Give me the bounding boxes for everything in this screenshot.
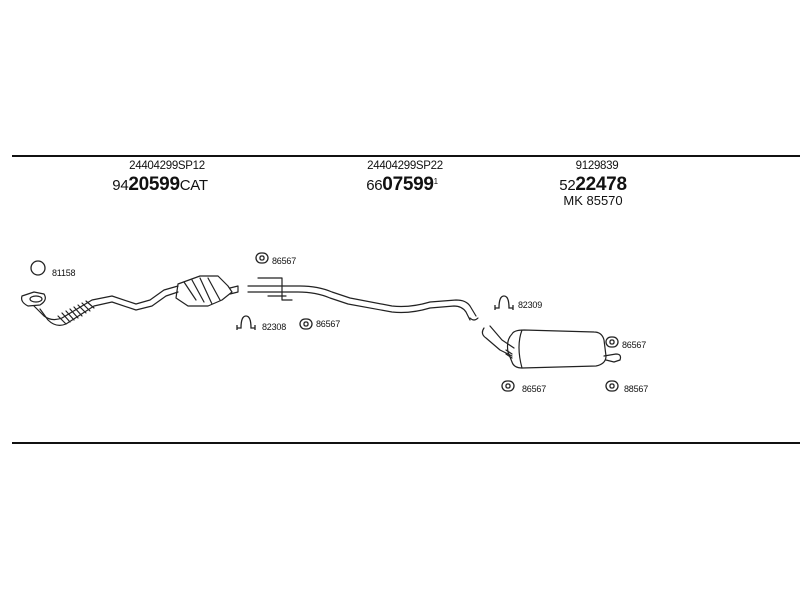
rubber-mount-rear-top-label: 86567 bbox=[622, 340, 647, 350]
middle-pipe bbox=[247, 277, 479, 321]
rubber-mount-rear-right-icon bbox=[605, 380, 619, 392]
rear-section-number: 5222478 bbox=[559, 174, 627, 195]
clamp-rear-label: 82309 bbox=[518, 300, 543, 310]
rear-silencer bbox=[481, 325, 622, 369]
front-section-number: 9420599CAT bbox=[112, 174, 208, 195]
rubber-mount-rear-left-label: 86567 bbox=[522, 384, 547, 394]
gasket-icon bbox=[30, 260, 46, 276]
rubber-mount-rear-top-icon bbox=[605, 336, 619, 348]
front-pipe-with-catalyst bbox=[21, 275, 239, 326]
rubber-mount-front-icon bbox=[255, 252, 269, 264]
rear-mounting-kit: MK 85570 bbox=[563, 193, 623, 208]
middle-section-code: 24404299SP22 bbox=[367, 160, 443, 172]
rubber-mount-front-label: 86567 bbox=[272, 256, 297, 266]
clamp-front-icon bbox=[236, 315, 256, 330]
gasket-label: 81158 bbox=[52, 268, 76, 278]
rear-section-code: 9129839 bbox=[575, 160, 619, 172]
bottom-divider bbox=[12, 442, 800, 444]
rubber-mount-mid-label: 86567 bbox=[316, 319, 341, 329]
clamp-front-label: 82308 bbox=[262, 322, 287, 332]
rubber-mount-rear-left-icon bbox=[501, 380, 515, 392]
rubber-mount-mid-icon bbox=[299, 318, 313, 330]
top-divider bbox=[12, 155, 800, 157]
middle-section-number: 66075991 bbox=[366, 174, 438, 195]
rubber-mount-rear-right-label: 88567 bbox=[624, 384, 649, 394]
front-section-code: 24404299SP12 bbox=[129, 160, 205, 172]
clamp-rear-icon bbox=[494, 295, 514, 310]
